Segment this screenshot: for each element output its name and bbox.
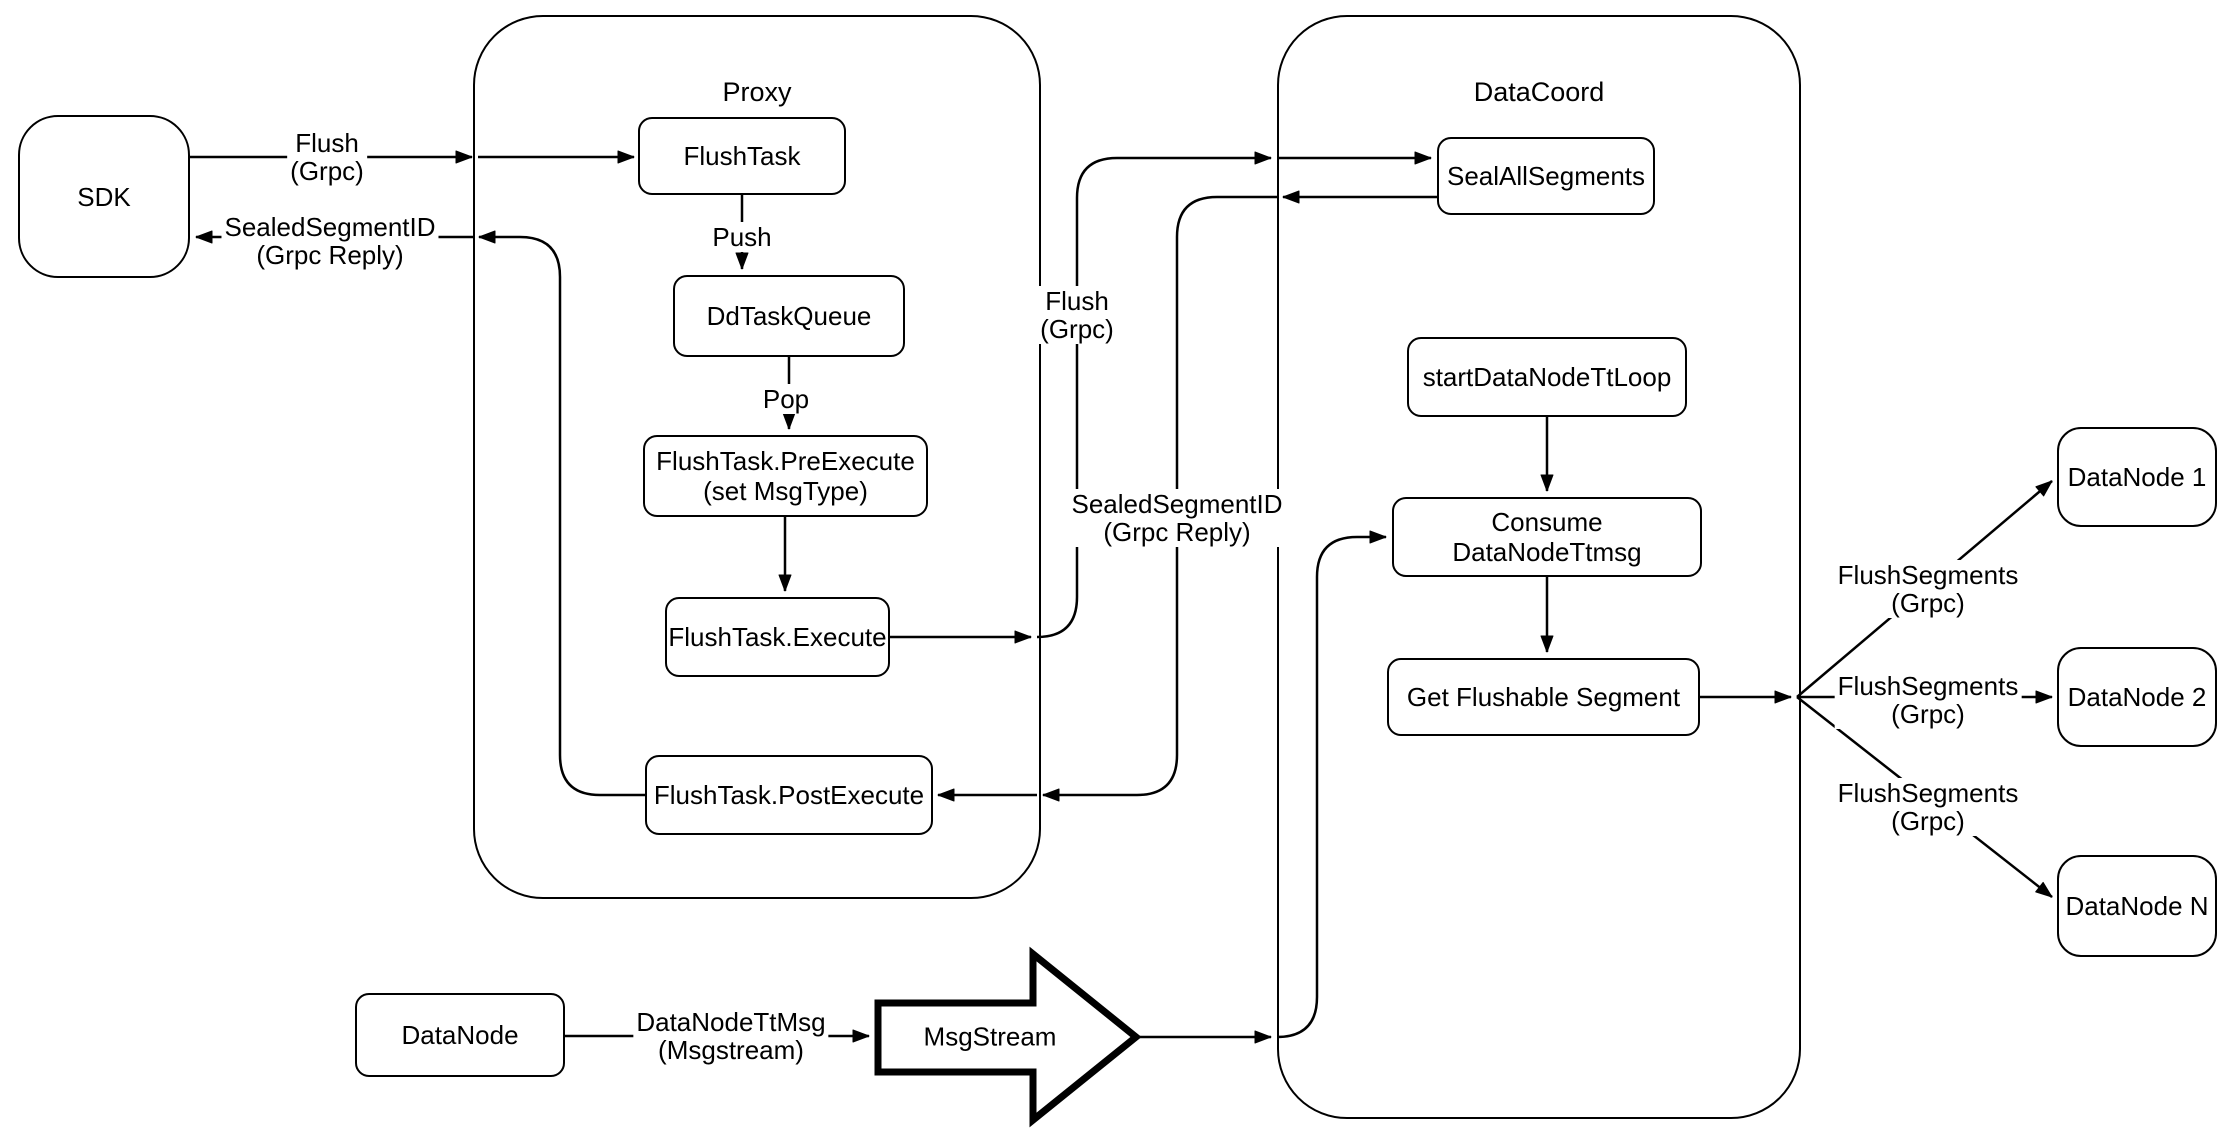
edge-label-flush-grpc-mid: Flush (Grpc) bbox=[1037, 286, 1117, 344]
node-postexecute-label: FlushTask.PostExecute bbox=[653, 780, 925, 810]
node-startdatanodettloop: startDataNodeTtLoop bbox=[1407, 337, 1687, 417]
datacoord-container: DataCoord bbox=[1277, 15, 1801, 1119]
msgstream-block-arrow-label: MsgStream bbox=[923, 1021, 1057, 1052]
node-getflushablesegment-label: Get Flushable Segment bbox=[1406, 682, 1681, 712]
edge-label-flush-grpc-sdk: Flush (Grpc) bbox=[287, 128, 367, 186]
edge-label-flushsegments-2: FlushSegments (Grpc) bbox=[1834, 671, 2022, 729]
edge-msgstream-to-consume bbox=[1276, 530, 1387, 1039]
node-consumedatanodettmsg: Consume DataNodeTtmsg bbox=[1392, 497, 1702, 577]
datacoord-container-title: DataCoord bbox=[1473, 77, 1605, 107]
node-preexecute-label-line1: FlushTask.PreExecute bbox=[656, 446, 915, 476]
proxy-container: Proxy bbox=[473, 15, 1041, 899]
edge-postexecute-to-proxy-edge bbox=[478, 230, 645, 797]
node-sdk: SDK bbox=[18, 115, 190, 278]
node-datanoden: DataNode N bbox=[2057, 855, 2217, 957]
node-preexecute-label-line2: (set MsgType) bbox=[703, 476, 868, 506]
msgstream-block-arrow-shape bbox=[874, 946, 1142, 1128]
node-datanode-source-label: DataNode bbox=[401, 1020, 519, 1050]
node-sdk-label: SDK bbox=[77, 181, 131, 212]
edge-label-sealed-reply-sdk: SealedSegmentID (Grpc Reply) bbox=[221, 212, 439, 270]
edge-label-datanodettmsg: DataNodeTtMsg (Msgstream) bbox=[633, 1007, 829, 1065]
node-consumedatanodettmsg-label: Consume DataNodeTtmsg bbox=[1452, 507, 1642, 567]
edge-label-flushsegments-3: FlushSegments (Grpc) bbox=[1834, 778, 2022, 836]
proxy-container-title: Proxy bbox=[722, 77, 792, 107]
node-getflushablesegment: Get Flushable Segment bbox=[1387, 658, 1700, 736]
node-sealallsegments: SealAllSegments bbox=[1437, 137, 1655, 215]
node-datanode1: DataNode 1 bbox=[2057, 427, 2217, 527]
node-startdatanodettloop-label: startDataNodeTtLoop bbox=[1422, 362, 1672, 392]
node-datanode2-label: DataNode 2 bbox=[2067, 682, 2207, 712]
node-execute: FlushTask.Execute bbox=[665, 597, 890, 677]
edge-label-sealed-reply-mid: SealedSegmentID (Grpc Reply) bbox=[1068, 489, 1286, 547]
node-datanoden-label: DataNode N bbox=[2065, 891, 2209, 921]
edge-label-push: Push bbox=[709, 222, 775, 252]
node-ddtaskqueue: DdTaskQueue bbox=[673, 275, 905, 357]
node-preexecute: FlushTask.PreExecute (set MsgType) bbox=[643, 435, 928, 517]
edge-label-pop: Pop bbox=[759, 384, 813, 414]
node-ddtaskqueue-label: DdTaskQueue bbox=[706, 301, 872, 331]
node-datanode-source: DataNode bbox=[355, 993, 565, 1077]
node-postexecute: FlushTask.PostExecute bbox=[645, 755, 933, 835]
node-datanode1-label: DataNode 1 bbox=[2067, 462, 2207, 492]
node-execute-label: FlushTask.Execute bbox=[668, 622, 887, 652]
node-datanode2: DataNode 2 bbox=[2057, 647, 2217, 747]
node-flushtask: FlushTask bbox=[638, 117, 846, 195]
node-flushtask-label: FlushTask bbox=[683, 141, 801, 171]
edge-flush-to-datacoord bbox=[1036, 151, 1272, 639]
edge-label-flushsegments-1: FlushSegments (Grpc) bbox=[1834, 560, 2022, 618]
node-sealallsegments-label: SealAllSegments bbox=[1447, 161, 1645, 191]
